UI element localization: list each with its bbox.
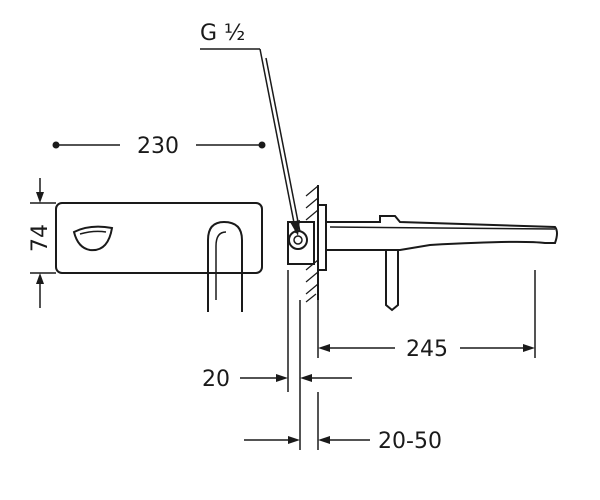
dim-20-50-arrow-left <box>288 436 300 444</box>
dim-245-label: 245 <box>406 337 448 362</box>
dim-230-label: 230 <box>137 134 179 159</box>
dimension-230: 230 <box>52 134 266 159</box>
thread-leader-arrow <box>290 220 300 236</box>
dim-74-arrow-bottom <box>36 273 44 284</box>
front-wall-plate <box>55 202 263 274</box>
dimension-245: 245 <box>317 270 536 362</box>
wall-hatching <box>305 185 319 303</box>
front-view <box>55 202 263 312</box>
dim-20-50-arrow-right <box>318 436 330 444</box>
thread-callout: G ½ <box>200 21 301 236</box>
side-spout-top-edge <box>329 226 556 230</box>
dim-20-50-label: 20-50 <box>378 429 442 454</box>
dimension-20-50: 20-50 <box>244 392 442 454</box>
front-outlet-inner <box>79 230 107 235</box>
dimension-74: 74 <box>28 178 56 308</box>
side-lever <box>385 250 399 312</box>
dimension-20: 20 <box>202 270 352 450</box>
thread-leader <box>259 48 297 234</box>
thread-leader-2 <box>265 57 301 233</box>
dim-20-arrow-left <box>276 374 288 382</box>
side-view <box>287 185 558 312</box>
thread-label: G ½ <box>200 21 245 46</box>
embedded-body <box>287 221 315 265</box>
dim-74-label: 74 <box>28 224 53 252</box>
side-wall-plate <box>317 204 327 271</box>
dim-20-label: 20 <box>202 367 230 392</box>
front-lever-handle <box>207 220 243 312</box>
inlet-connection-inner <box>293 235 303 245</box>
front-outlet <box>72 225 114 252</box>
side-spout <box>325 215 558 251</box>
dim-74-arrow-top <box>36 192 44 203</box>
dim-20-arrow-right <box>300 374 312 382</box>
dim-245-arrow-left <box>318 344 330 352</box>
front-lever-face <box>215 231 227 300</box>
dim-245-arrow-right <box>523 344 535 352</box>
